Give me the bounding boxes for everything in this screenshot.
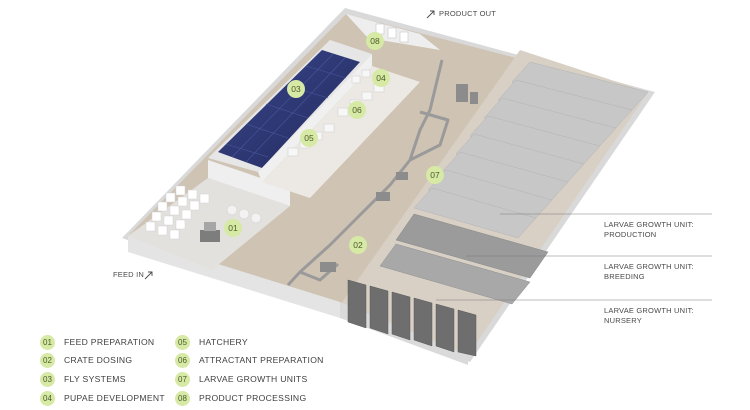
callout-lines: [436, 213, 712, 301]
badge-01: 01: [224, 219, 242, 237]
label-breeding-line2: BREEDING: [604, 272, 645, 281]
label-feed-in: FEED IN: [113, 270, 144, 279]
legend: 01 FEED PREPARATION 02 CRATE DOSING 03 F…: [40, 334, 370, 407]
legend-badge: 07: [175, 371, 190, 387]
label-production-line2: PRODUCTION: [604, 230, 656, 239]
legend-badge: 02: [40, 352, 55, 368]
svg-text:06: 06: [352, 105, 362, 115]
legend-label: PUPAE DEVELOPMENT: [64, 393, 165, 403]
badge-08: 08: [366, 32, 384, 50]
label-nursery-line1: LARVAE GROWTH UNIT:: [604, 306, 694, 315]
badge-07: 07: [426, 166, 444, 184]
badge-05: 05: [300, 129, 318, 147]
legend-badge: 04: [40, 390, 55, 406]
legend-badge: 08: [175, 390, 190, 406]
legend-label: FLY SYSTEMS: [64, 374, 126, 384]
product-out-arrow-icon: [426, 10, 435, 19]
svg-text:04: 04: [376, 73, 386, 83]
feed-bags: [145, 185, 210, 240]
legend-label: CRATE DOSING: [64, 355, 133, 365]
badge-06: 06: [348, 101, 366, 119]
legend-label: LARVAE GROWTH UNITS: [199, 374, 308, 384]
legend-item: 03 FLY SYSTEMS: [40, 371, 126, 387]
legend-label: HATCHERY: [199, 337, 248, 347]
room-pupae-hatchery: [262, 66, 420, 198]
feed-in-arrow-icon: [144, 271, 153, 280]
legend-badge: 03: [40, 371, 55, 387]
svg-text:02: 02: [353, 240, 363, 250]
legend-item: 06 ATTRACTANT PREPARATION: [175, 352, 324, 368]
label-nursery-line2: NURSERY: [604, 316, 642, 325]
growth-units-breeding: [379, 213, 549, 305]
label-breeding-line1: LARVAE GROWTH UNIT:: [604, 262, 694, 271]
growth-units-nursery: [347, 279, 477, 357]
legend-item: 04 PUPAE DEVELOPMENT: [40, 390, 165, 406]
svg-text:05: 05: [304, 133, 314, 143]
label-production-line1: LARVAE GROWTH UNIT:: [604, 220, 694, 229]
room-feed-wall: [208, 160, 290, 206]
legend-badge: 06: [175, 352, 190, 368]
fly-wall-front: [258, 54, 372, 182]
legend-label: FEED PREPARATION: [64, 337, 155, 347]
fly-panel-lines: [225, 53, 347, 163]
badge-02: 02: [349, 236, 367, 254]
svg-text:03: 03: [291, 84, 301, 94]
svg-text:01: 01: [228, 223, 238, 233]
legend-label: PRODUCT PROCESSING: [199, 393, 307, 403]
badge-03: 03: [287, 80, 305, 98]
svg-text:07: 07: [430, 170, 440, 180]
legend-label: ATTRACTANT PREPARATION: [199, 355, 324, 365]
feed-machine: [200, 204, 262, 242]
label-product-out: PRODUCT OUT: [439, 9, 496, 18]
legend-item: 05 HATCHERY: [175, 334, 248, 350]
legend-item: 07 LARVAE GROWTH UNITS: [175, 371, 308, 387]
legend-item: 02 CRATE DOSING: [40, 352, 133, 368]
legend-badge: 01: [40, 334, 55, 350]
legend-item: 08 PRODUCT PROCESSING: [175, 390, 307, 406]
legend-item: 01 FEED PREPARATION: [40, 334, 155, 350]
conveyor-machines: [320, 84, 478, 272]
svg-text:08: 08: [370, 36, 380, 46]
badge-04: 04: [372, 69, 390, 87]
growth-units-production: [413, 61, 649, 239]
legend-badge: 05: [175, 334, 190, 350]
